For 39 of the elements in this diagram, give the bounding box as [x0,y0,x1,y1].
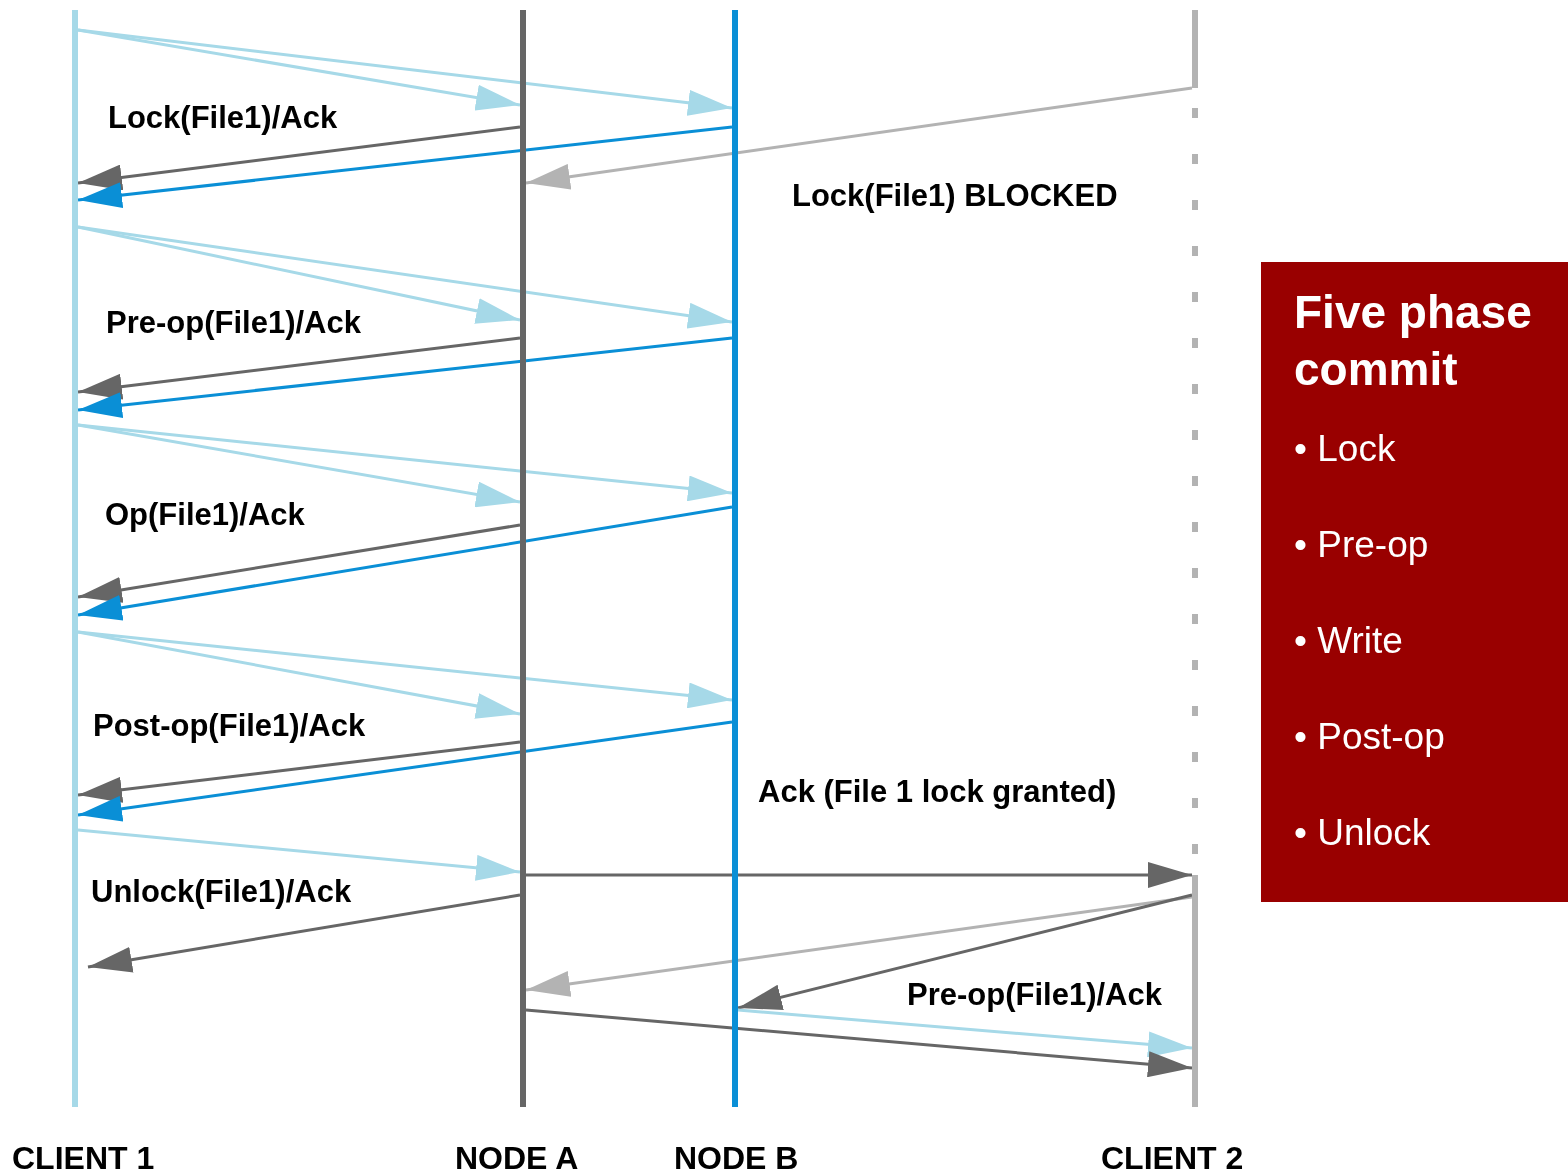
lifeline-label: NODE B [674,1140,799,1176]
message-label: Op(File1)/Ack [105,499,305,530]
message-arrow [77,828,521,881]
lifeline-label: CLIENT 2 [1101,1140,1244,1176]
bullet-item: • Unlock [1294,812,1432,854]
bullet-item: • Pre-op [1294,524,1430,566]
message-arrow [77,423,733,502]
summary-panel [1261,262,1568,902]
message-arrow [77,336,521,400]
message-label: Post-op(File1)/Ack [93,710,366,741]
lifeline-label: CLIENT 1 [12,1140,155,1176]
message-arrow [77,630,733,709]
message-arrow [77,125,733,209]
message-label: Pre-op(File1)/Ack [106,307,361,338]
bullet-item: • Post-op [1294,716,1446,758]
message-arrow [525,86,1193,190]
bullet-item: • Lock [1294,428,1397,470]
message-arrow [77,125,521,191]
message-arrow [77,523,521,603]
message-label: Lock(File1) BLOCKED [792,180,1118,211]
message-arrow [737,893,1193,1010]
message-arrow [77,720,733,822]
message-label: Unlock(File1)/Ack [91,876,352,907]
message-label: Ack (File 1 lock granted) [758,776,1117,807]
message-arrow [77,740,521,803]
message-arrow [87,893,521,973]
message-arrow [77,505,733,621]
message-label: Lock(File1)/Ack [108,102,338,133]
message-arrow [525,1008,1193,1078]
bullet-item: • Write [1294,620,1404,662]
panel-title: Five phase commit [1294,285,1533,397]
message-arrow [77,225,733,329]
message-arrow [737,1008,1193,1058]
message-arrow [526,862,1192,888]
lifeline-label: NODE A [455,1140,579,1176]
message-label: Pre-op(File1)/Ack [907,979,1162,1010]
message-arrow [525,895,1193,997]
message-arrow [77,28,733,116]
message-arrow [77,336,733,419]
